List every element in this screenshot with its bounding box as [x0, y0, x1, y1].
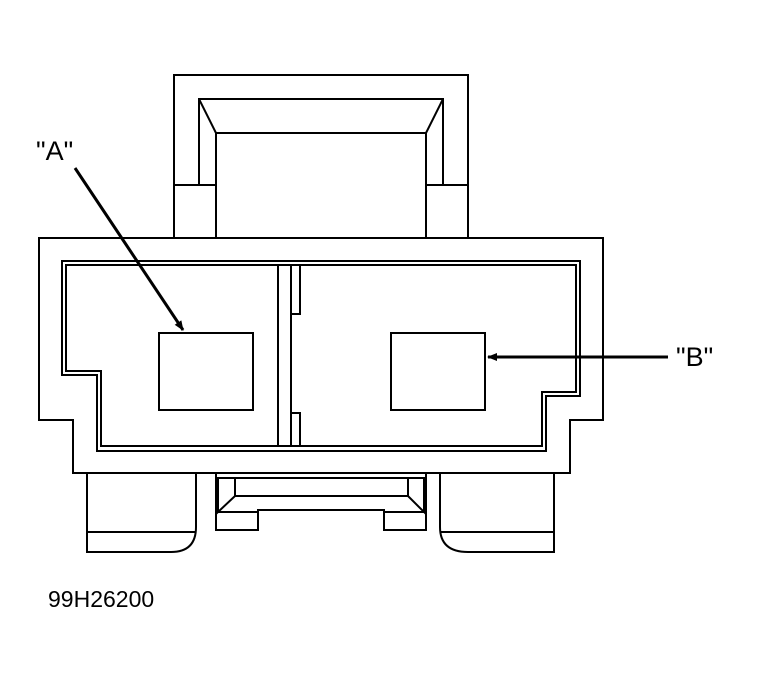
connector-cavity-outline	[61, 260, 581, 452]
terminal-b	[390, 332, 486, 411]
figure-reference-number: 99H26200	[48, 586, 154, 612]
connector-bottom-rails	[86, 473, 555, 553]
connector-housing	[38, 237, 604, 474]
connector-top-latch	[173, 74, 469, 238]
label-b: "B"	[676, 342, 713, 372]
connector-cavity-inner-outline	[65, 264, 577, 447]
cavity-divider	[277, 265, 301, 446]
terminal-a	[158, 332, 254, 411]
label-a: "A"	[36, 136, 73, 166]
arrow-to-terminal-a	[73, 167, 185, 331]
connector-bottom-lock	[215, 473, 427, 531]
